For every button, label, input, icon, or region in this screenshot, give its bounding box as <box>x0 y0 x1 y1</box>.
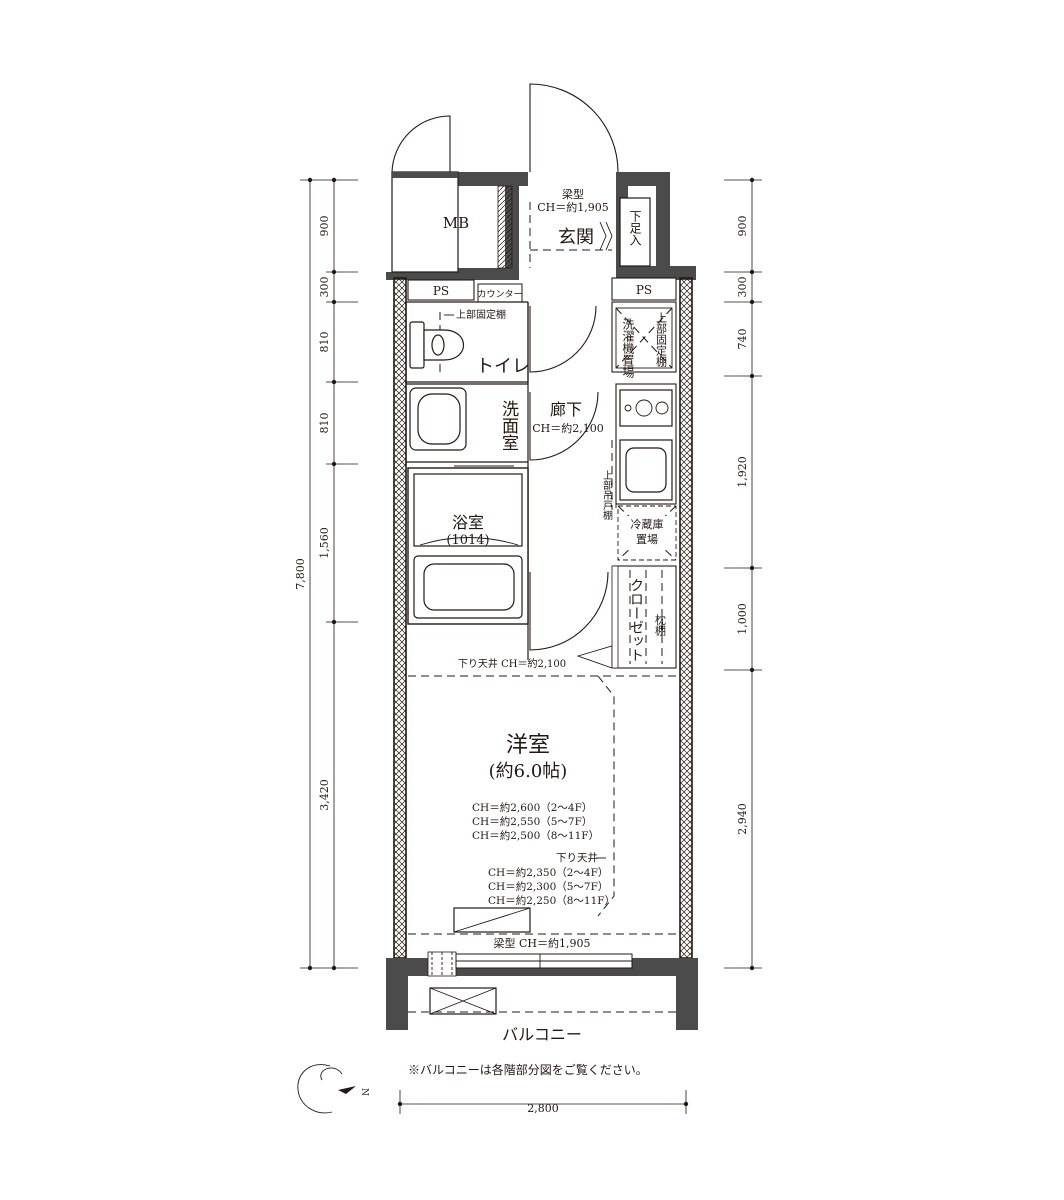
lowered-ch-line-2: CH＝約2,300（5～7F） <box>488 880 608 893</box>
right-dim-5: 1,000 <box>736 603 749 635</box>
washroom: 洗面室 <box>406 383 528 494</box>
balcony: バルコニー <box>408 987 676 1044</box>
left-dim-6: 3,420 <box>318 779 331 811</box>
lowered-ceiling-label: 下り天井 <box>556 851 598 864</box>
left-dimensions: 900 300 810 810 1,560 3,420 7,800 <box>294 177 358 971</box>
lowered-ceiling-hall-label: 下り天井 CH＝約2,100 <box>458 657 566 670</box>
kitchen: 上部吊戸棚 <box>601 383 677 521</box>
hallway-ch-label: CH＝約2,100 <box>532 421 604 435</box>
hallway-label: 廊下 <box>550 400 582 419</box>
ch-line-3: CH＝約2,500（8～11F） <box>472 829 599 842</box>
washer-space-label: 洗濯機置場 <box>621 318 635 379</box>
compass-label: N <box>359 1088 369 1096</box>
bathroom: 浴室 (1014) <box>407 467 529 625</box>
fridge-label-2: 置場 <box>636 533 658 546</box>
lowered-ch-line-3: CH＝約2,250（8～11F） <box>488 894 615 907</box>
lowered-ch-line-1: CH＝約2,350（2～4F） <box>488 866 608 879</box>
ch-line-2: CH＝約2,550（5～7F） <box>472 815 592 828</box>
balcony-label: バルコニー <box>502 1025 582 1044</box>
washroom-label: 洗面室 <box>498 400 519 451</box>
western-room: 洋室 (約6.0帖) CH＝約2,600（2～4F） CH＝約2,550（5～7… <box>408 675 676 950</box>
bottom-dimension: 2,800 <box>397 1090 689 1115</box>
ch-line-1: CH＝約2,600（2～4F） <box>472 801 592 814</box>
entrance-area: 梁型 CH＝約1,905 玄関 下足入 <box>529 187 651 268</box>
western-room-label: 洋室 <box>506 733 550 758</box>
toilet-room: 上部固定棚 トイレ <box>406 301 597 383</box>
bathroom-size-label: (1014) <box>446 533 489 548</box>
right-dim-2: 300 <box>736 277 749 298</box>
exterior-walls <box>386 172 698 1030</box>
upper-hanging-shelf-label: 上部吊戸棚 <box>601 470 613 521</box>
beam-window-label: 梁型 CH＝約1,905 <box>494 936 591 950</box>
bathroom-label: 浴室 <box>452 513 484 532</box>
fridge-space: 冷蔵庫 置場 <box>617 505 677 561</box>
pipe-spaces: PS カウンター PS <box>407 277 677 303</box>
fridge-label-1: 冷蔵庫 <box>631 517 664 531</box>
right-dim-1: 900 <box>736 216 749 237</box>
left-dim-total: 7,800 <box>294 558 307 590</box>
right-dim-6: 2,940 <box>736 803 749 835</box>
mb-label: MB <box>443 214 469 232</box>
entrance-beam-label: 梁型 <box>562 187 584 201</box>
hallway: 廊下 CH＝約2,100 <box>527 302 604 660</box>
pillow-shelf-label: 枕棚 <box>654 613 667 637</box>
left-dim-3: 810 <box>318 332 331 353</box>
toilet-label: トイレ <box>476 356 530 377</box>
ps-left-label: PS <box>433 284 449 298</box>
laundry-upper-shelf-label: 上部固定棚 <box>655 312 668 368</box>
right-dim-4: 1,920 <box>736 456 749 488</box>
shoe-cabinet-label: 下足入 <box>628 210 642 246</box>
mb-area: MB <box>391 115 513 273</box>
laundry-area: 上部固定棚 洗濯機置場 <box>611 301 677 379</box>
right-dimensions: 900 300 740 1,920 1,000 2,940 <box>724 177 762 971</box>
ps-right-label: PS <box>636 283 652 297</box>
left-dim-4: 810 <box>318 413 331 434</box>
lowered-ceiling-hall: 下り天井 CH＝約2,100 <box>408 657 676 677</box>
right-dim-3: 740 <box>736 329 749 350</box>
left-dim-2: 300 <box>318 277 331 298</box>
north-arrow-icon: N <box>297 1064 369 1114</box>
entrance-beam-ch: CH＝約1,905 <box>537 200 609 214</box>
closet-label: クローゼット <box>628 578 644 662</box>
counter-label: カウンター <box>477 289 522 300</box>
left-dim-1: 900 <box>318 216 331 237</box>
left-dim-5: 1,560 <box>318 527 331 559</box>
toilet-upper-shelf-label: 上部固定棚 <box>456 308 506 321</box>
entrance-door[interactable] <box>529 83 619 173</box>
bottom-dim: 2,800 <box>527 1102 559 1115</box>
balcony-note: ※バルコニーは各階部分図をご覧ください。 <box>408 1062 648 1077</box>
western-room-size-label: (約6.0帖) <box>489 761 568 782</box>
entrance-label: 玄関 <box>558 227 594 248</box>
closet: クローゼット 枕棚 <box>529 565 677 669</box>
